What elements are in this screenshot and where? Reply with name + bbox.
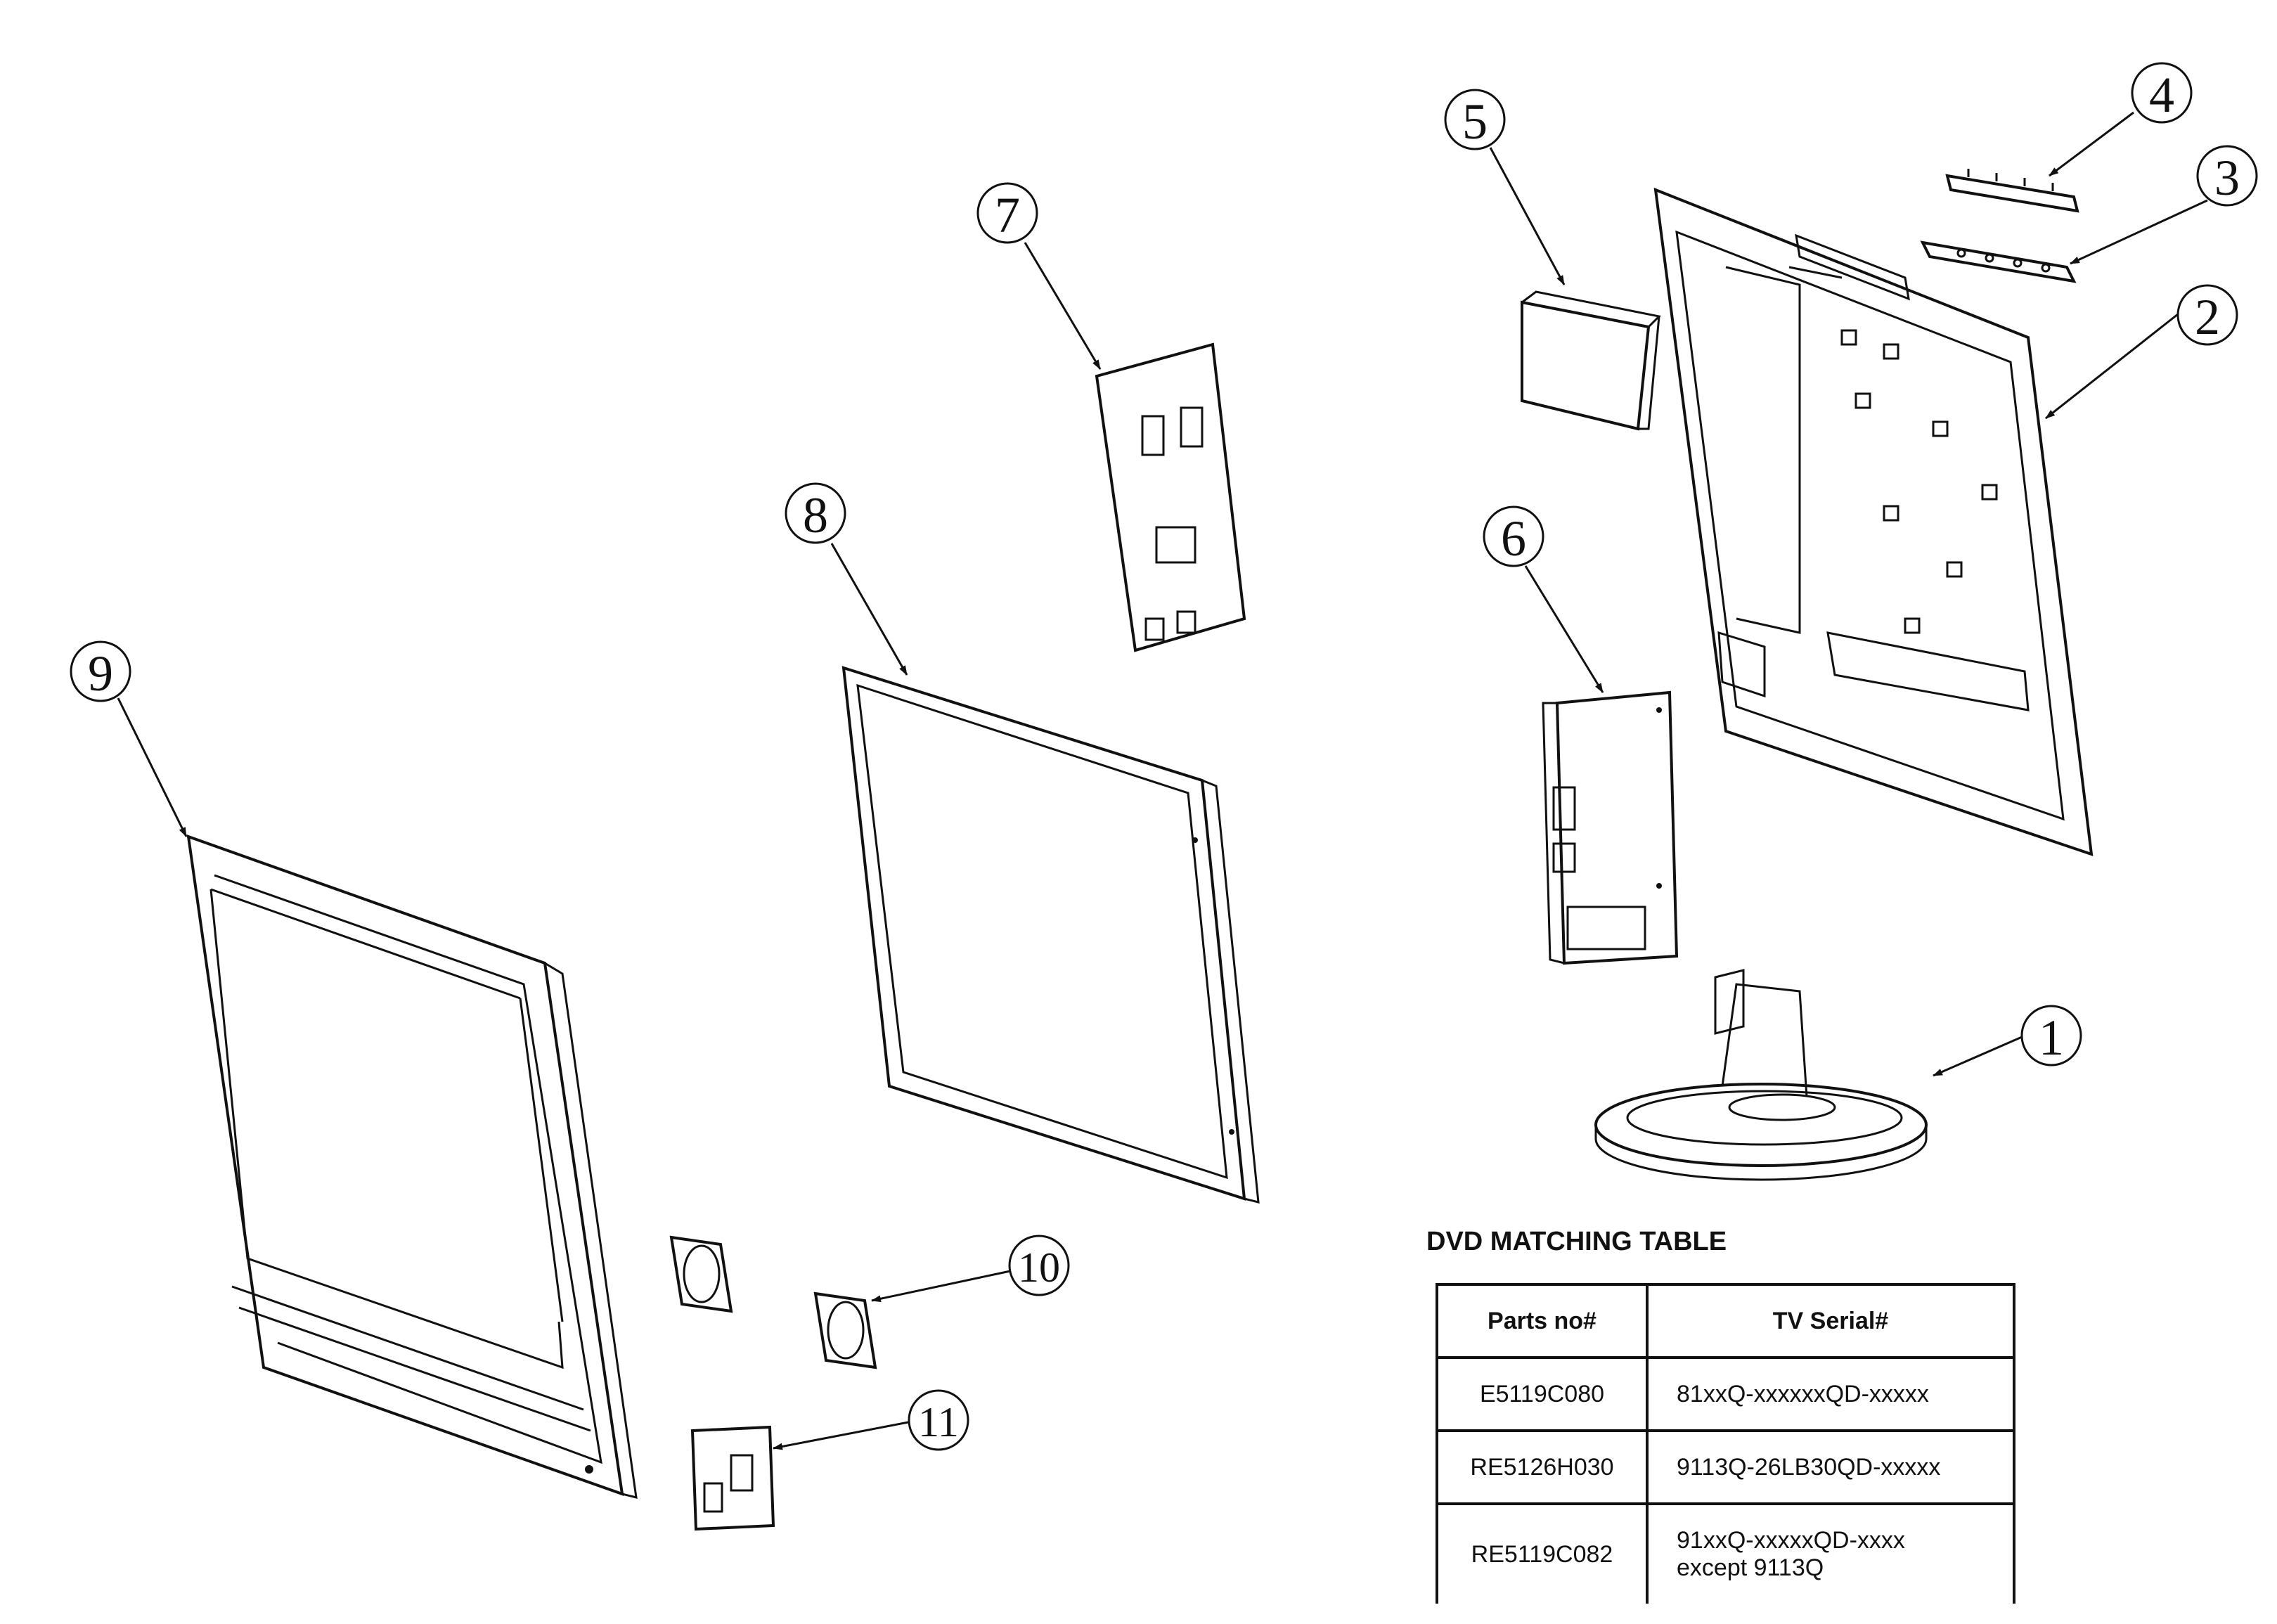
- tv-serial-note: except 9113Q: [1677, 1554, 1824, 1581]
- tv-serial-cell: 81xxQ-xxxxxxQD-xxxxx: [1646, 1356, 2015, 1432]
- dvd-matching-table: Parts no# TV Serial# E5119C080 81xxQ-xxx…: [1436, 1283, 2015, 1604]
- tv-serial-cell: 91xxQ-xxxxxQD-xxxx except 9113Q: [1646, 1502, 2015, 1604]
- svg-text:8: 8: [803, 487, 828, 543]
- callout-2: 2: [2176, 284, 2238, 346]
- dvd-matching-table-title: DVD MATCHING TABLE: [1426, 1227, 1727, 1256]
- tv-serial-header: TV Serial#: [1646, 1283, 2015, 1359]
- part-number-cell: RE5126H030: [1436, 1429, 1649, 1505]
- io-board-part: [1542, 690, 1679, 965]
- button-bar-part: [1945, 169, 2079, 213]
- small-board-part: [690, 1425, 775, 1531]
- main-board-part: [1095, 342, 1246, 652]
- callout-7: 7: [976, 182, 1038, 244]
- callout-11: 11: [908, 1389, 969, 1451]
- callout-1: 1: [2020, 1005, 2082, 1066]
- table-row: E5119C080 81xxQ-xxxxxxQD-xxxxx: [1436, 1356, 2015, 1432]
- callout-6: 6: [1483, 505, 1544, 567]
- svg-text:6: 6: [1501, 510, 1526, 567]
- shield-box-part: [1521, 290, 1662, 431]
- svg-text:11: 11: [918, 1399, 959, 1445]
- table-row: RE5126H030 9113Q-26LB30QD-xxxxx: [1436, 1429, 2015, 1505]
- svg-text:1: 1: [2039, 1010, 2064, 1066]
- part-number-cell: RE5119C082: [1436, 1502, 1649, 1604]
- tv-serial-cell: 9113Q-26LB30QD-xxxxx: [1646, 1429, 2015, 1505]
- callout-9: 9: [70, 640, 131, 702]
- table-row: RE5119C082 91xxQ-xxxxxQD-xxxx except 911…: [1436, 1502, 2015, 1604]
- tv-serial-line: 91xxQ-xxxxxQD-xxxx: [1677, 1527, 1905, 1554]
- callout-10: 10: [1008, 1235, 1070, 1296]
- svg-text:5: 5: [1462, 94, 1488, 150]
- table-header-row: Parts no# TV Serial#: [1436, 1283, 2015, 1359]
- svg-text:7: 7: [995, 187, 1020, 243]
- callout-5: 5: [1444, 89, 1506, 150]
- front-bezel-part: [186, 834, 638, 1499]
- part-number-cell: E5119C080: [1436, 1356, 1649, 1432]
- callout-3: 3: [2196, 145, 2258, 207]
- callout-8: 8: [785, 482, 846, 544]
- svg-text:9: 9: [88, 645, 113, 702]
- leader-lines: [117, 111, 2208, 1450]
- rear-cabinet-part: [1653, 187, 2094, 856]
- callout-4: 4: [2131, 62, 2193, 124]
- cabinet-bosses: [1840, 329, 1998, 634]
- svg-text:10: 10: [1018, 1244, 1060, 1291]
- speaker-part: [669, 1235, 877, 1370]
- key-board-part: [1920, 240, 2077, 283]
- parts-no-header: Parts no#: [1436, 1283, 1649, 1359]
- svg-text:3: 3: [2214, 150, 2240, 206]
- svg-text:2: 2: [2195, 289, 2220, 345]
- lcd-panel-part: [841, 666, 1260, 1204]
- svg-text:4: 4: [2149, 67, 2174, 123]
- stand-part: [1594, 969, 1928, 1181]
